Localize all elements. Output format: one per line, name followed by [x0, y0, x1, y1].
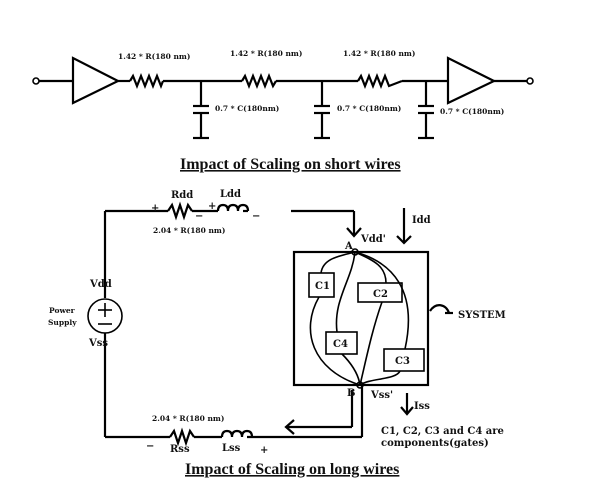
inductor-lss — [220, 429, 254, 438]
component-c4 — [325, 331, 358, 355]
buffer-input — [71, 56, 121, 105]
note-line-2: components(gates) — [381, 438, 489, 449]
c3-label: C3 — [395, 356, 410, 367]
long-wire-circuit: + Rdd − + Ldd − 2.04 * R(180 nm) Vdd Pow… — [48, 189, 506, 478]
resistor-3 — [357, 73, 403, 89]
capacitor-label-2: 0.7 * C(180nm) — [337, 104, 401, 113]
c4-label: C4 — [333, 339, 348, 350]
capacitor-1 — [193, 81, 209, 140]
rss-minus: − — [146, 441, 154, 452]
idd-label: Idd — [412, 215, 431, 226]
c2-label: C2 — [373, 289, 388, 300]
iss-label: Iss — [414, 401, 430, 412]
rdd-minus: − — [195, 211, 203, 222]
resistor-rss — [169, 427, 195, 447]
power-supply-label-1: Power — [49, 306, 76, 315]
capacitor-label-3: 0.7 * C(180nm) — [440, 107, 504, 116]
lss-label: Lss — [222, 443, 241, 454]
resistor-label-3: 1.42 * R(180 nm) — [343, 49, 415, 58]
node-a-label: A — [344, 241, 353, 252]
input-terminal — [32, 77, 40, 85]
long-wires-title: Impact of Scaling on long wires — [185, 461, 399, 478]
resistor-label-2: 1.42 * R(180 nm) — [230, 49, 302, 58]
short-wires-title: Impact of Scaling on short wires — [180, 156, 401, 173]
system-pointer-icon — [429, 304, 451, 314]
capacitor-label-1: 0.7 * C(180nm) — [215, 104, 279, 113]
component-c3 — [383, 348, 425, 372]
system-label: SYSTEM — [458, 310, 506, 321]
rss-value: 2.04 * R(180 nm) — [152, 414, 224, 423]
short-wire-circuit: 1.42 * R(180 nm) 1.42 * R(180 nm) 1.42 *… — [32, 49, 534, 173]
resistor-label-1: 1.42 * R(180 nm) — [118, 52, 190, 61]
output-terminal — [526, 77, 534, 85]
rdd-plus: + — [151, 203, 159, 214]
component-c2 — [357, 282, 403, 303]
vdd-label: Vdd — [89, 279, 112, 290]
capacitor-3 — [418, 81, 434, 140]
rss-label: Rss — [170, 444, 190, 455]
resistor-2 — [241, 73, 277, 89]
ldd-minus: − — [252, 211, 260, 222]
node-b-label: B — [347, 388, 355, 399]
resistor-rdd — [167, 201, 193, 221]
note-line-1: C1, C2, C3 and C4 are — [381, 426, 504, 437]
vdd-prime-label: Vdd' — [360, 234, 386, 245]
rdd-value: 2.04 * R(180 nm) — [153, 226, 225, 235]
rdd-label: Rdd — [171, 190, 193, 201]
power-supply-label-2: Supply — [48, 318, 77, 327]
buffer-output — [446, 56, 497, 105]
lss-plus: + — [260, 445, 268, 456]
vss-label: Vss — [88, 338, 108, 349]
capacitor-2 — [314, 81, 330, 140]
c1-label: C1 — [315, 281, 330, 292]
inductor-ldd — [216, 203, 250, 212]
resistor-1 — [129, 73, 165, 89]
ldd-plus: + — [208, 201, 216, 212]
vss-prime-label: Vss' — [370, 390, 393, 401]
ldd-label: Ldd — [220, 189, 241, 200]
